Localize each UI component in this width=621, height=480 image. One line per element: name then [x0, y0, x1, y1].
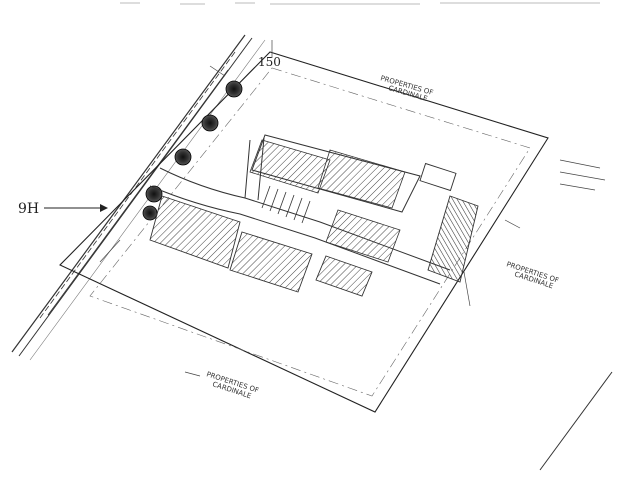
scan-noise-marks — [120, 2, 600, 5]
tree-icon — [225, 80, 243, 98]
hatched-building-upper — [249, 139, 331, 194]
hatched-strip-right — [427, 195, 479, 283]
hatched-parking-lower-center — [229, 231, 313, 293]
tree-icon — [174, 148, 192, 166]
small-structure — [419, 162, 457, 192]
existing-trees — [142, 80, 243, 221]
tree-icon — [201, 114, 219, 132]
tree-icon — [145, 185, 163, 203]
hatched-area-center — [317, 149, 406, 209]
hatched-parking-lower-right — [315, 255, 373, 297]
property-boundary — [59, 51, 549, 413]
driveway — [149, 137, 451, 285]
route-pointer — [44, 204, 108, 212]
tree-icon — [142, 205, 158, 221]
route-label: 9H — [18, 201, 39, 217]
arrow-right-icon — [100, 204, 108, 212]
route-9h-road — [11, 34, 266, 361]
hatched-block-middle — [325, 209, 401, 263]
station-label: 150 — [258, 55, 281, 69]
hatched-parking-lower-left — [149, 195, 241, 269]
adjacent-parcel-line — [539, 371, 613, 471]
parking-stripes — [261, 185, 311, 224]
dimension-lines — [99, 40, 606, 377]
